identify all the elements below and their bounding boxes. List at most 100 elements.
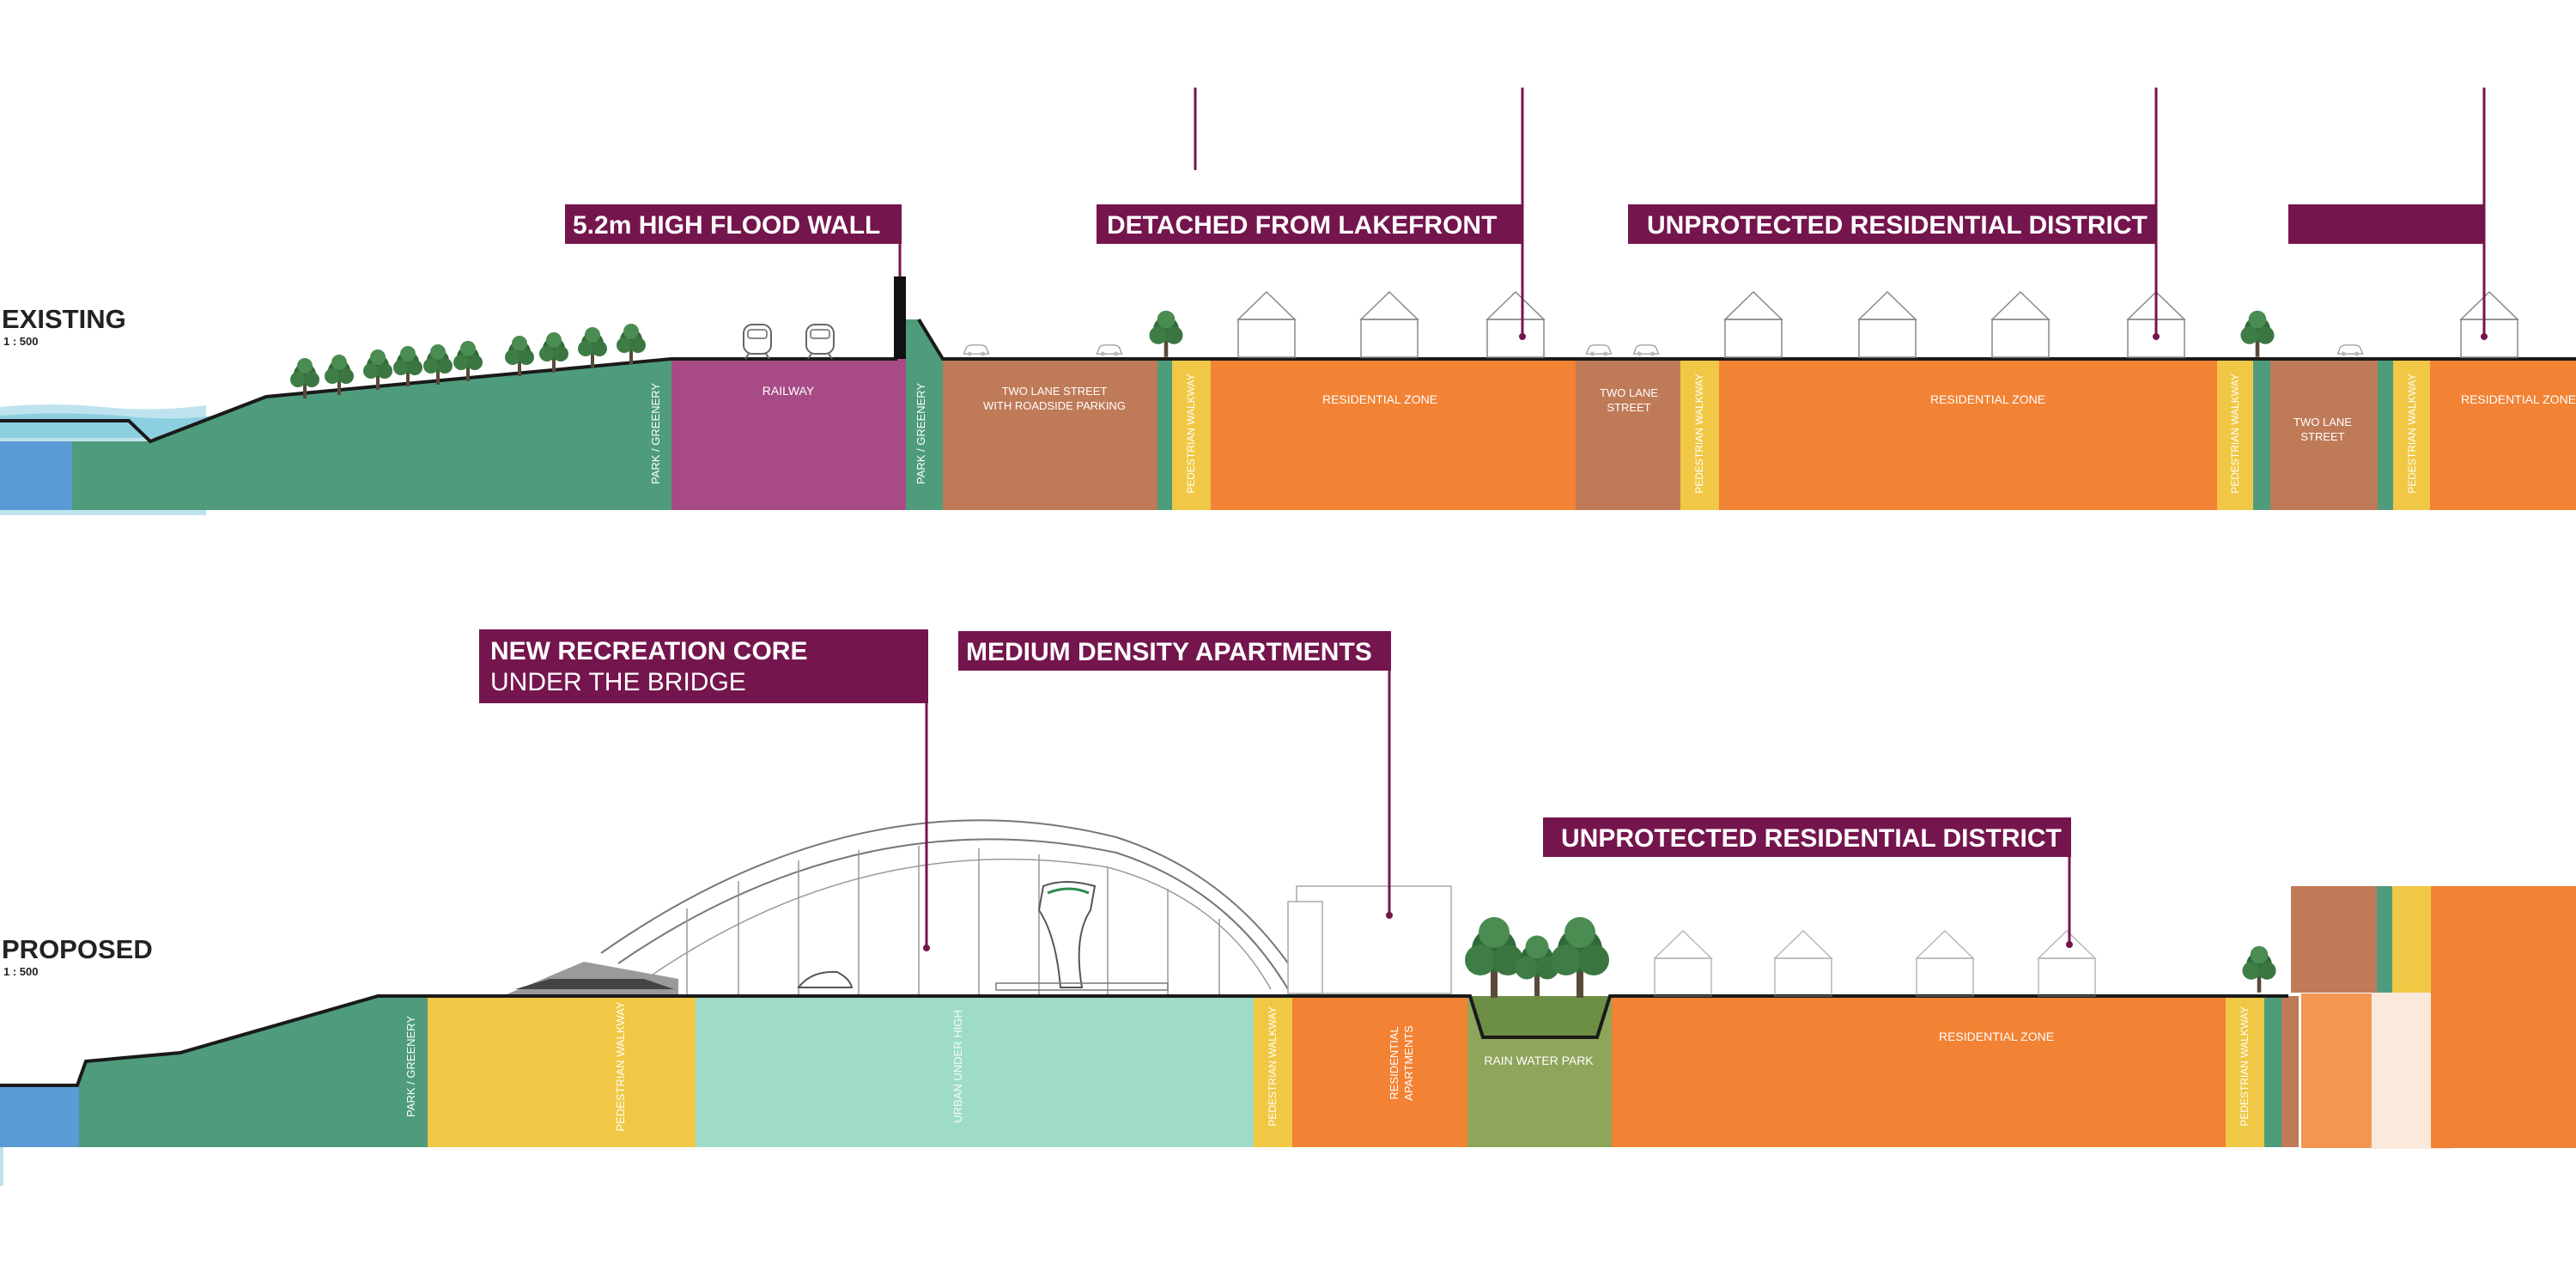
callout-apartments: MEDIUM DENSITY APARTMENTS [966, 638, 1372, 666]
pavilion [796, 970, 854, 988]
top-band-residential [2431, 886, 2576, 1148]
pedestrian-band-1 [1172, 359, 1211, 510]
bridge-structure [507, 819, 1306, 994]
water-band [0, 1085, 79, 1147]
callout-unprotected: UNPROTECTED RESIDENTIAL DISTRICT [1647, 211, 2148, 240]
apartments-band [1292, 996, 1467, 1147]
pedestrian-band-2 [1254, 996, 1292, 1147]
zone-label-rainpark: RAIN WATER PARK [1484, 1054, 1594, 1067]
callout-detached: DETACHED FROM LAKEFRONT [1107, 211, 1497, 240]
callout-recreation-line1: NEW RECREATION CORE [490, 637, 807, 665]
pedestrian-band-1 [428, 996, 696, 1147]
edge-band [2281, 996, 2299, 1147]
pedestrian-band-2 [1680, 359, 1719, 510]
zone-label-park: PARK / GREENERY [404, 1016, 417, 1117]
zone-label-residential: RESIDENTIAL ZONE [1939, 1030, 2054, 1043]
zone-label-pedestrian-4: PEDESTRIAN WALKWAY [2406, 374, 2418, 494]
existing-zone-labels: PARK / GREENERY RAILWAY PARK / GREENERY … [649, 374, 2576, 494]
existing-title: EXISTING [2, 304, 126, 334]
top-band-verge [2377, 886, 2392, 993]
zone-label-pedestrian-3: PEDESTRIAN WALKWAY [2239, 1006, 2251, 1127]
zone-label-railway: RAILWAY [762, 384, 815, 398]
verge-band-1 [1157, 359, 1172, 510]
sculpture [1037, 881, 1097, 988]
top-band-pedestrian [2392, 886, 2431, 993]
zone-label-residential-1: RESIDENTIAL ZONE [1322, 392, 1437, 406]
callout-box-empty [2288, 204, 2485, 244]
flood-wall [894, 276, 906, 359]
zone-label-pedestrian-1: PEDESTRIAN WALKWAY [614, 1001, 627, 1132]
proposed-zone-labels: PARK / GREENERY PEDESTRIAN WALKWAY URBAN… [404, 1001, 2251, 1132]
verge-band-3 [2378, 359, 2393, 510]
proposed-zone-bands [0, 886, 2576, 1186]
pedestrian-band-4 [2393, 359, 2430, 510]
zone-label-pedestrian-2: PEDESTRIAN WALKWAY [1693, 374, 1705, 494]
residential-band [1612, 996, 2226, 1147]
zone-label-street-1-line2: WITH ROADSIDE PARKING [983, 399, 1126, 412]
existing-ground-line [0, 318, 2576, 444]
water-band [0, 441, 72, 510]
street-tree-icon-2 [2240, 310, 2275, 357]
zone-label-residential-2: RESIDENTIAL ZONE [1930, 392, 2045, 406]
zone-label-street-3-line2: STREET [2300, 430, 2344, 443]
zone-label-park-2: PARK / GREENERY [914, 383, 927, 484]
proposed-title: PROPOSED [2, 934, 153, 964]
callout-box [565, 204, 902, 244]
park-band [72, 361, 671, 510]
zone-label-pedestrian-3: PEDESTRIAN WALKWAY [2229, 374, 2241, 494]
residential-band-1 [1211, 359, 1576, 510]
zone-label-park: PARK / GREENERY [649, 383, 662, 484]
apartment-buildings [1287, 885, 1452, 994]
callout-recreation-line2: UNDER THE BRIDGE [490, 668, 746, 696]
zone-label-pedestrian-2: PEDESTRIAN WALKWAY [1267, 1006, 1279, 1127]
callout-box [1097, 204, 1523, 244]
street-band-3 [2270, 359, 2378, 510]
rainpark-basin [1470, 996, 1610, 1037]
zone-label-street-1-line1: TWO LANE STREET [1002, 385, 1108, 398]
zone-label-pedestrian-1: PEDESTRIAN WALKWAY [1185, 374, 1197, 494]
pedestrian-band-3 [2217, 359, 2253, 510]
zone-label-apartments-line1: RESIDENTIAL [1388, 1026, 1400, 1099]
zone-label-street-2-line2: STREET [1607, 401, 1650, 414]
zone-label-street-3-line1: TWO LANE [2293, 416, 2352, 428]
urban-band [696, 996, 1254, 1147]
rainpark-trees [1465, 917, 1609, 998]
zone-label-urban: URBAN UNDER HIGH [951, 1010, 964, 1122]
overlay-band-1 [2301, 993, 2379, 1148]
callout-box [1628, 204, 2157, 244]
proposed-callouts: NEW RECREATION CORE UNDER THE BRIDGE MED… [479, 629, 2073, 951]
proposed-scale: 1 : 500 [3, 965, 38, 978]
existing-zone-bands [0, 319, 2576, 510]
street-band-2 [1576, 359, 1680, 510]
park-band [79, 996, 428, 1147]
callout-unprotected: UNPROTECTED RESIDENTIAL DISTRICT [1561, 824, 2062, 853]
callout-flood-wall: 5.2m HIGH FLOOD WALL [573, 211, 880, 240]
street-band-1 [943, 359, 1157, 510]
existing-callouts: 5.2m HIGH FLOOD WALL DETACHED FROM LAKEF… [565, 88, 2488, 340]
bridge-ramp [507, 962, 678, 994]
zone-label-street-2-line1: TWO LANE [1600, 386, 1658, 399]
railway-band [671, 359, 906, 510]
train-icon [743, 324, 772, 359]
verge-band-2 [2253, 359, 2270, 510]
pedestrian-band-3 [2226, 996, 2264, 1147]
bridge-deck [515, 979, 674, 989]
street-tree-icon-3 [2242, 945, 2276, 993]
water-edge [0, 1147, 3, 1186]
existing-cars [963, 344, 2364, 357]
residential-band-3 [2430, 359, 2576, 510]
proposed-ground-line [0, 994, 2288, 1087]
proposed-section: PROPOSED 1 : 500 [0, 629, 2576, 1186]
existing-section: EXISTING 1 : 500 [0, 88, 2576, 515]
street-tree-icon [1149, 310, 1183, 357]
residential-band-2 [1719, 359, 2217, 510]
top-band-street [2291, 886, 2377, 993]
zone-label-residential-3: RESIDENTIAL ZONE [2461, 392, 2576, 406]
existing-houses [1237, 291, 2518, 358]
verge-band [2264, 996, 2281, 1147]
existing-scale: 1 : 500 [3, 335, 38, 348]
train-icon-2 [805, 324, 835, 359]
callout-box [958, 631, 1391, 671]
park-band-2 [906, 319, 943, 510]
